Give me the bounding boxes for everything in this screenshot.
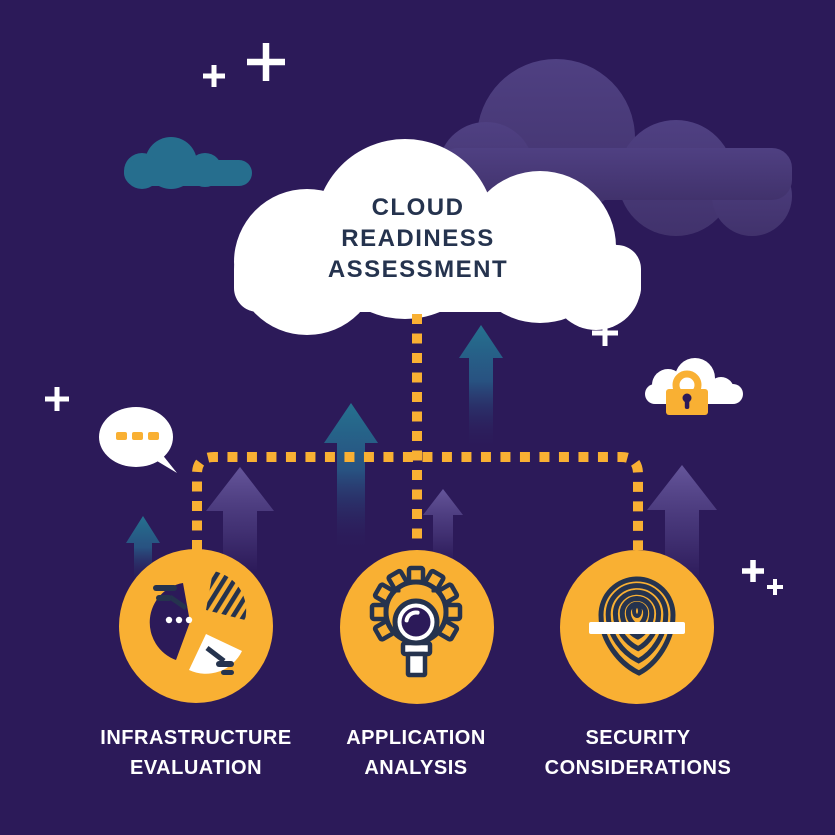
plus-icon <box>203 65 225 87</box>
plus-icon <box>767 579 783 595</box>
up-arrow-icon <box>423 489 463 562</box>
up-arrow-icon <box>647 465 717 582</box>
up-arrow-icon <box>206 467 274 572</box>
node-label-application-analysis: APPLICATION ANALYSIS <box>346 727 486 779</box>
up-arrow-icon <box>324 403 378 553</box>
lock-cloud-icon <box>645 358 743 415</box>
fingerprint-icon <box>601 579 673 673</box>
speech-bubble-icon <box>99 407 177 473</box>
assessment-title: CLOUD READINESS ASSESSMENT <box>327 194 509 283</box>
node-label-infrastructure-evaluation: INFRASTRUCTURE EVALUATION <box>100 727 292 779</box>
assessment-cloud-icon <box>234 139 641 335</box>
node-application-analysis <box>340 550 494 704</box>
plus-icon <box>45 387 69 411</box>
pie-chart-icon <box>149 571 247 675</box>
connector-branches <box>192 452 643 550</box>
plus-icon <box>247 43 285 81</box>
plus-icon <box>742 560 764 582</box>
up-arrow-icon <box>459 325 503 450</box>
gear-magnifier-icon <box>369 565 463 678</box>
node-label-security-considerations: SECURITY CONSIDERATIONS <box>544 727 732 779</box>
node-security-considerations <box>560 550 714 704</box>
node-infrastructure-evaluation <box>119 549 273 703</box>
scan-bar <box>589 622 685 634</box>
node-circle <box>119 549 273 703</box>
teal-cloud-icon <box>124 137 252 189</box>
